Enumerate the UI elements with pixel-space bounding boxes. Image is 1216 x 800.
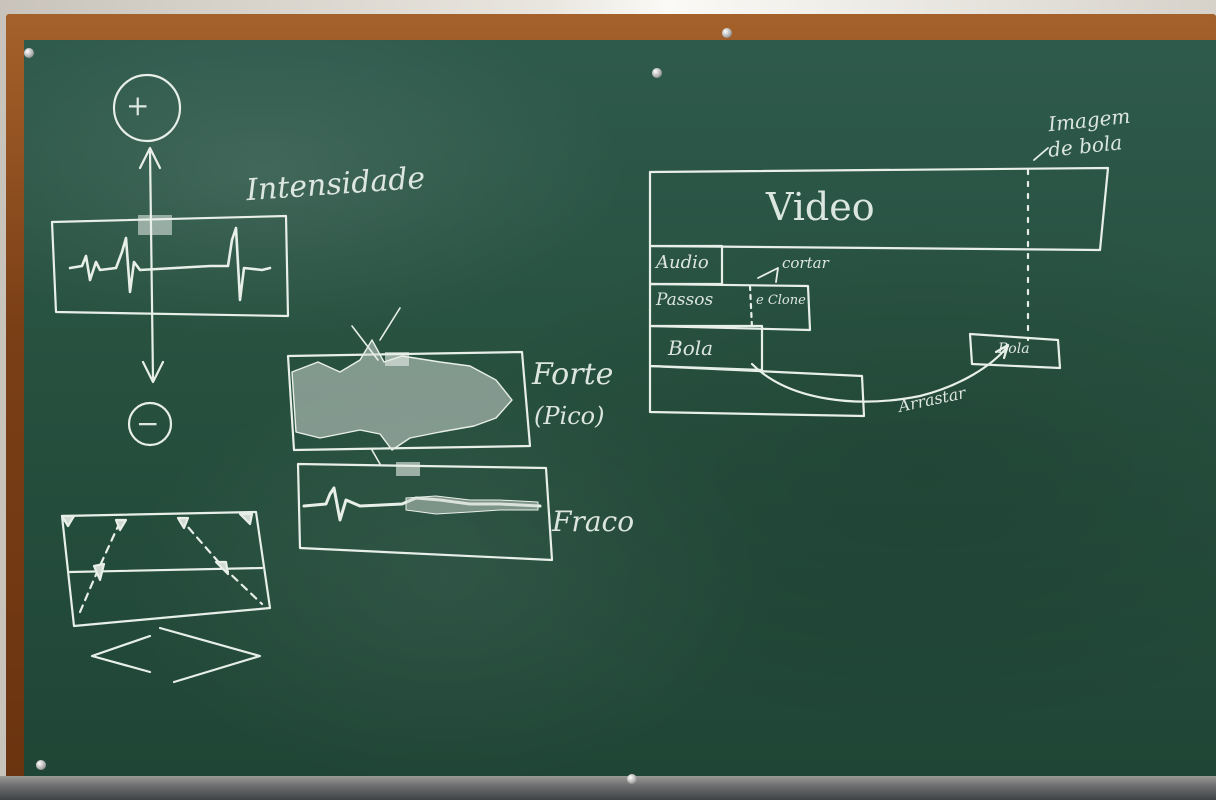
clone-label: e Clone xyxy=(756,294,806,307)
fade-box xyxy=(62,512,270,682)
bola-small-label: Bola xyxy=(998,342,1030,356)
drag-curve xyxy=(752,346,1008,402)
bola-label: Bola xyxy=(668,338,713,358)
audio-label: Audio xyxy=(656,254,709,272)
vertical-arrow-line xyxy=(150,150,153,380)
video-track xyxy=(650,168,1108,250)
minus-label: − xyxy=(136,410,159,438)
waveform-box-top xyxy=(52,215,288,316)
video-label: Video xyxy=(766,188,875,226)
timeline-diagram xyxy=(650,148,1108,416)
pico-label: (Pico) xyxy=(534,404,604,428)
cut-arrow xyxy=(758,268,778,282)
intensity-scale xyxy=(114,75,180,445)
left-arrow xyxy=(92,636,150,672)
waveform-box-strong xyxy=(288,308,530,464)
forte-label: Forte xyxy=(532,360,613,390)
waveform-box-weak xyxy=(298,462,552,560)
fraco-label: Fraco xyxy=(552,508,634,536)
cortar-label: cortar xyxy=(782,256,829,271)
empty-track xyxy=(650,366,864,416)
right-arrow xyxy=(160,628,260,682)
passos-label: Passos xyxy=(656,292,713,309)
plus-label: + xyxy=(126,92,149,120)
